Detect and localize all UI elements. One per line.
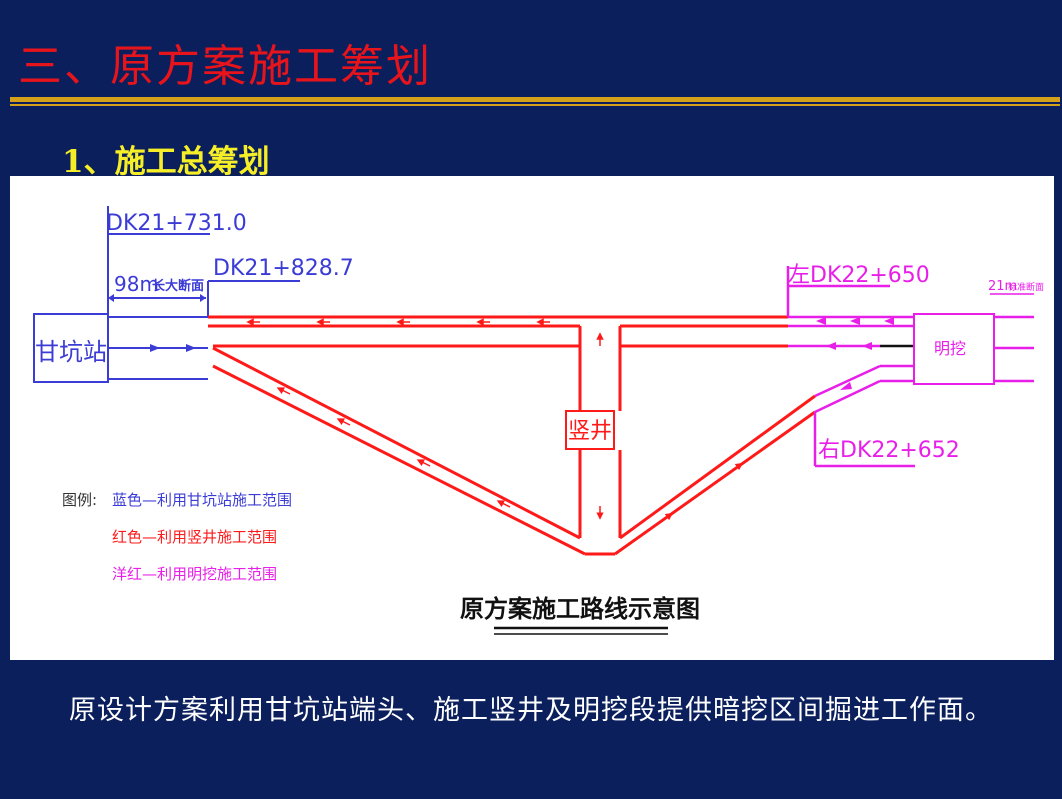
slide-caption: 原设计方案利用甘坑站端头、施工竖井及明挖段提供暗挖区间掘进工作面。 [69, 695, 993, 726]
station-label: 甘坑站 [35, 338, 107, 366]
long-section-length: 98m [114, 272, 159, 296]
legend-blue: 蓝色—利用甘坑站施工范围 [112, 491, 292, 509]
open-cut-box: 明挖 [913, 313, 995, 385]
legend-magenta: 洋红—利用明挖施工范围 [112, 565, 277, 583]
magenta-tunnels [786, 266, 915, 468]
shaft-box: 竖井 [565, 410, 615, 450]
chainage-left: 左DK22+650 [788, 263, 930, 288]
shaft-label: 竖井 [568, 419, 612, 444]
open-cut-label: 明挖 [934, 339, 966, 358]
chainage-right: 右DK22+652 [818, 438, 960, 463]
chainage-2: DK21+828.7 [213, 256, 354, 281]
legend: 图例: 蓝色—利用甘坑站施工范围 红色—利用竖井施工范围 洋红—利用明挖施工范围 [62, 491, 292, 583]
station-box: 甘坑站 [33, 313, 109, 383]
standard-section-note: 标准断面 [1008, 281, 1044, 293]
section-title: 1、施工总筹划 [62, 144, 270, 180]
blue-arrows [108, 294, 206, 352]
red-flow-arrows [246, 318, 744, 523]
construction-route-diagram: 甘坑站 DK21+731.0 DK21+828.7 98m 长大断面 [10, 176, 1054, 660]
diagram-title: 原方案施工路线示意图 [460, 595, 700, 623]
magenta-arrows [816, 317, 894, 390]
title-rule-thin [10, 104, 1060, 106]
slide-title: 三、原方案施工筹划 [18, 41, 432, 92]
chainage-1: DK21+731.0 [106, 211, 247, 236]
red-tunnels [208, 315, 816, 556]
title-rule [10, 97, 1060, 102]
open-cut-exits [990, 293, 1034, 383]
legend-red: 红色—利用竖井施工范围 [112, 528, 277, 546]
standard-section-length: 21m [988, 279, 1017, 294]
legend-title: 图例: [62, 491, 97, 509]
long-section-note: 长大断面 [152, 278, 204, 294]
